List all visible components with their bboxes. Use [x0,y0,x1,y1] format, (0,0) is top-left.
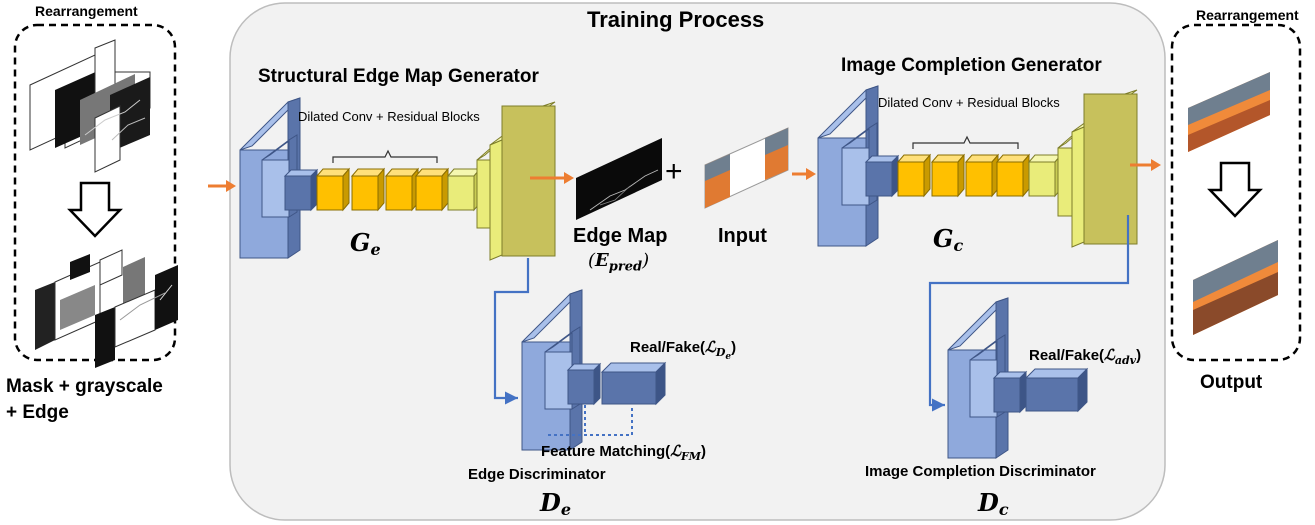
completion-generator-residual-blocks [896,135,1031,198]
symbol-g: G [933,224,954,253]
real-fake-text: Real/Fake( [630,339,706,356]
fm-symbol: ℒ [670,442,681,460]
fm-sub: FM [681,450,701,463]
formula-sub: pred [608,259,643,275]
completion-discriminator-network [947,297,1089,459]
training-process-title: Training Process [587,7,765,32]
symbol-g-sub: e [370,240,381,260]
edge-generator-title: Structural Edge Map Generator [258,66,539,87]
loss-subsub: e [725,352,732,363]
completion-generator-symbol: Gc [933,224,963,255]
close-paren: ) [701,443,706,460]
feature-text: Feature Matching( [541,443,671,460]
left-rearrangement-heading: Rearrangement [35,3,138,19]
symbol-g-sub: c [953,236,964,256]
connector-edge-discriminator [493,258,530,405]
arrow-to-edge-map [530,172,574,184]
edge-map-label: Edge Map [573,225,668,247]
output-caption: Output [1200,372,1263,393]
training-process-panel [229,2,1166,521]
edge-discriminator-symbol: De [540,488,571,519]
output-image-top [1188,72,1270,152]
edge-generator-decoder [446,101,556,261]
paren-open: ( [588,250,596,271]
connector-completion-discriminator [928,215,1130,412]
plus-sign: + [665,155,683,188]
loss-sub-d: D [715,346,726,359]
formula-e: E [595,250,609,271]
completion-generator-title: Image Completion Generator [841,55,1102,76]
left-caption-line2: + Edge [6,402,69,423]
arrow-to-output [1130,159,1161,171]
loss-sub: De [715,346,732,363]
completion-generator-decoder [1027,89,1138,248]
right-rearrangement-heading: Rearrangement [1196,7,1299,23]
arrow-to-completion-generator [792,168,816,180]
input-stack-image [29,39,151,173]
edge-generator-blocks-label: Dilated Conv + Residual Blocks [298,109,480,124]
edge-map-image [576,138,662,220]
real-fake-text: Real/Fake( [1029,347,1105,364]
symbol-d-sub: c [998,500,1009,520]
completion-disc-real-fake: Real/Fake(ℒadv) [1029,346,1141,367]
loss-symbol: ℒ [1104,346,1115,364]
paren-close: ) [642,250,650,271]
edge-disc-real-fake: Real/Fake(ℒDe) [630,338,736,362]
close-paren: ) [731,339,737,356]
close-paren: ) [1136,347,1142,364]
completion-discriminator-title: Image Completion Discriminator [865,463,1096,480]
completion-generator-blocks-label: Dilated Conv + Residual Blocks [878,95,1060,110]
input-arrow-edge-generator [208,180,236,192]
edge-discriminator-title: Edge Discriminator [468,466,606,483]
edge-generator-encoder [239,97,319,259]
rearranged-image [35,249,178,368]
completion-discriminator-symbol: Dc [978,488,1009,519]
down-arrow-icon-left [67,181,123,238]
symbol-d-sub: e [560,500,571,520]
input-label: Input [718,225,767,247]
edge-discriminator-network [521,289,667,451]
loss-sub: adv [1114,354,1137,367]
input-image [704,127,789,209]
edge-map-formula: (Epred) [588,250,649,275]
loss-symbol: ℒ [705,338,716,356]
left-caption-line1: Mask + grayscale [6,376,163,397]
symbol-d: D [540,488,561,517]
edge-generator-symbol: Ge [350,228,381,259]
completion-generator-encoder [817,85,900,247]
symbol-d: D [978,488,999,517]
down-arrow-icon-right [1207,161,1263,218]
output-image-bottom [1193,240,1278,335]
feature-matching-label: Feature Matching(ℒFM) [541,442,706,463]
symbol-g: G [350,228,371,257]
